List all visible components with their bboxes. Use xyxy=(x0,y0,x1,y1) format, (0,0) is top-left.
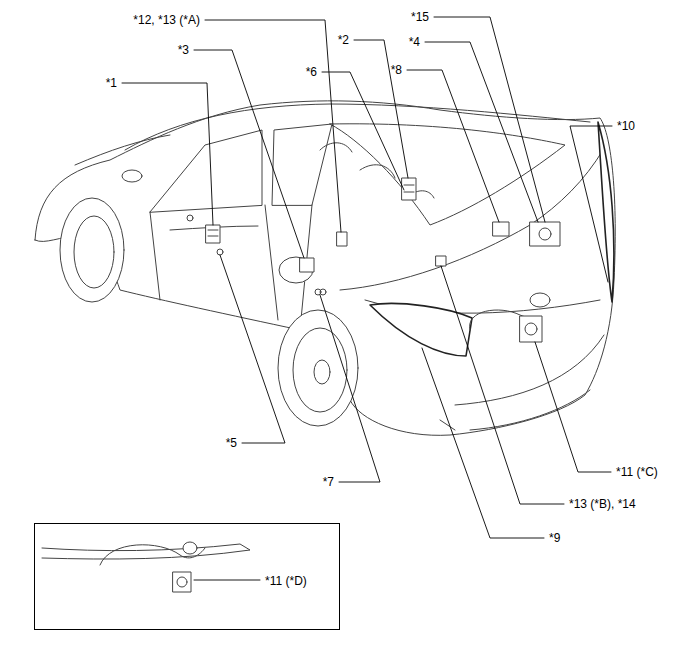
callout-number: *4 xyxy=(408,35,421,49)
callout-number: *15 xyxy=(410,10,430,24)
callout-number: *3 xyxy=(177,43,190,57)
callout-number: *2 xyxy=(337,33,350,47)
callout-number: *6 xyxy=(305,65,318,79)
callout-number: *11 (*D) xyxy=(265,574,307,588)
callout-number: *5 xyxy=(225,436,238,450)
callout-number: *12, *13 (*A) xyxy=(132,13,201,27)
inset-box: *11 (*D) xyxy=(34,523,340,630)
callout-number: *7 xyxy=(322,475,335,489)
callout-number: *8 xyxy=(390,63,403,77)
callout-number: *13 (*B), *14 xyxy=(568,497,637,511)
callout-number: *9 xyxy=(548,531,561,545)
callout-number: *1 xyxy=(105,76,118,90)
callout-number: *10 xyxy=(616,119,636,133)
callout-number: *11 (*C) xyxy=(615,465,659,479)
